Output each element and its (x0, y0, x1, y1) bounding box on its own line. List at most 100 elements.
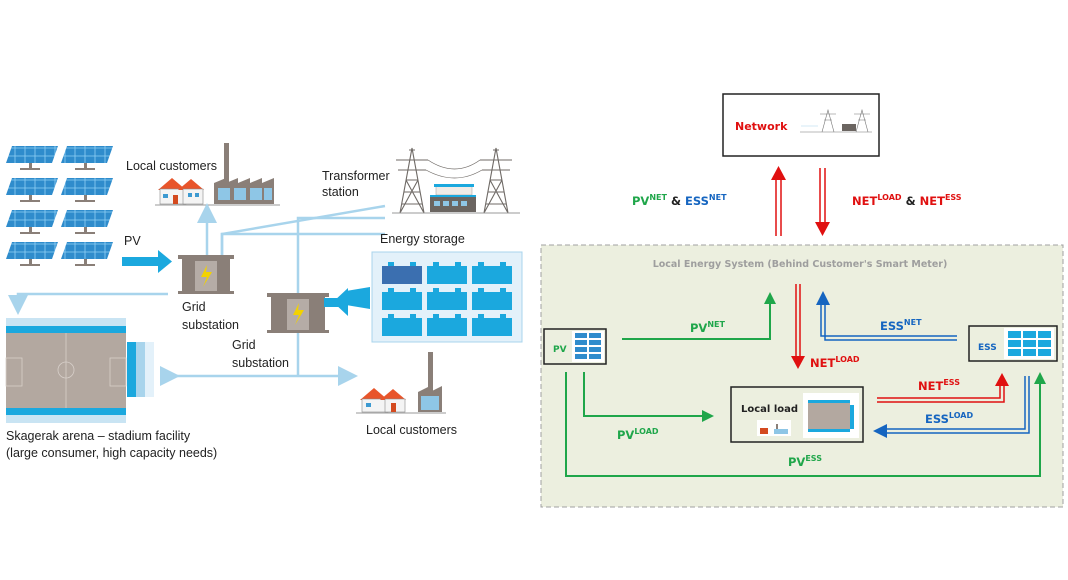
house-icon-bottom (360, 388, 406, 413)
local-load-box[interactable]: Local load (730, 386, 864, 443)
net-load-and-net-ess-label: NETLOAD & NETESS (852, 193, 962, 208)
solar-panel-base (75, 200, 95, 202)
battery-terminal (455, 262, 461, 266)
battery-icon (472, 292, 512, 310)
ess-box-label: ESS (978, 343, 997, 353)
battery-bank-icon (371, 251, 523, 343)
battery-icon (472, 266, 512, 284)
battery-terminal (455, 288, 461, 292)
solar-panel-icon (6, 242, 58, 259)
battery-terminal (500, 314, 506, 318)
local-load-label: Local load (741, 404, 798, 415)
network-box[interactable]: Network (722, 93, 880, 157)
battery-terminal (478, 288, 484, 292)
battery-terminal (433, 288, 439, 292)
battery-icon (382, 318, 422, 336)
local-energy-system-title: Local Energy System (Behind Customer's S… (653, 259, 948, 270)
ess-box[interactable]: ESS (968, 325, 1058, 362)
battery-terminal (478, 262, 484, 266)
battery-terminal (388, 262, 394, 266)
solar-panel-icon (61, 178, 113, 195)
solar-panel-base (75, 168, 95, 170)
battery-icon (427, 292, 467, 310)
solar-panel-icon (61, 210, 113, 227)
battery-terminal (455, 314, 461, 318)
pv-ess-label: PVESS (788, 454, 822, 469)
solar-panel-icon (6, 146, 58, 163)
solar-panel-icon (6, 178, 58, 195)
solar-panel-base (20, 264, 40, 266)
solar-panel-stand (84, 259, 87, 264)
pv-net-and-ess-net-label: PVNET & ESSNET (632, 193, 727, 208)
network-label: Network (735, 120, 788, 133)
stadium-icon (5, 318, 154, 423)
solar-panel-base (20, 232, 40, 234)
flow-arrow-net-ess (877, 373, 1009, 403)
net-ess-label: NETESS (918, 378, 960, 393)
grid-substation-2-label-line2: substation (232, 356, 289, 370)
connection-lines (8, 203, 386, 386)
stadium-thumbnail-icon (808, 400, 854, 432)
solar-panel-stand (84, 163, 87, 168)
battery-terminal (433, 314, 439, 318)
solar-panel-stand (29, 163, 32, 168)
battery-icon (472, 318, 512, 336)
storage-to-substation-arrow (324, 287, 370, 316)
pv-net-label: PVNET (690, 320, 726, 335)
battery-terminal (410, 288, 416, 292)
solar-panel-stand (84, 195, 87, 200)
flow-arrow-ess-load (873, 376, 1030, 438)
solar-panel-thumbnail-icon (575, 333, 601, 359)
net-load-label: NETLOAD (810, 355, 860, 370)
transformer-building-icon (430, 184, 476, 212)
flow-arrow-net-load (791, 284, 805, 369)
local-customers-top-label: Local customers (126, 159, 217, 173)
flow-arrow-pv-ess (565, 372, 1046, 477)
transmission-towers-icon (392, 147, 520, 214)
pv-label: PV (124, 234, 141, 248)
local-energy-system-container (540, 244, 1064, 508)
battery-terminal (388, 314, 394, 318)
arena-caption-line2: (large consumer, high capacity needs) (6, 446, 217, 460)
flow-arrow-ess-net (816, 291, 957, 341)
grid-substation-1-label-line2: substation (182, 318, 239, 332)
battery-icon (382, 292, 422, 310)
solar-panel-icon (61, 242, 113, 259)
ess-net-label: ESSNET (880, 318, 922, 333)
network-tower-thumbnail-icon (800, 108, 872, 133)
customers-thumbnail-icon (757, 420, 791, 436)
battery-icon (427, 266, 467, 284)
solar-panel-icon (61, 146, 113, 163)
solar-panel-base (20, 168, 40, 170)
solar-panel-base (75, 232, 95, 234)
battery-terminal (388, 288, 394, 292)
transformer-label-line1: Transformer (322, 169, 390, 183)
grid-substation-2-icon (267, 293, 329, 333)
energy-storage-label: Energy storage (380, 232, 465, 246)
house-icon (158, 178, 204, 205)
grid-substation-2-label-line1: Grid (232, 338, 256, 352)
battery-icon (427, 318, 467, 336)
arrow-from-network (815, 168, 830, 236)
factory-icon (155, 143, 280, 206)
solar-panel-stand (84, 227, 87, 232)
pv-load-label: PVLOAD (617, 427, 659, 442)
solar-panel-base (75, 264, 95, 266)
solar-panel-stand (29, 259, 32, 264)
ess-load-label: ESSLOAD (925, 411, 973, 426)
battery-terminal (433, 262, 439, 266)
battery-terminal (410, 314, 416, 318)
solar-panel-base (20, 200, 40, 202)
pv-box[interactable]: PV (543, 328, 607, 365)
local-customers-bottom-label: Local customers (366, 423, 457, 437)
solar-panel-stand (29, 195, 32, 200)
factory-icon-bottom (356, 352, 446, 414)
battery-terminal (500, 262, 506, 266)
arena-caption-line1: Skagerak arena – stadium facility (6, 429, 191, 443)
battery-icon (382, 266, 422, 284)
battery-terminal (410, 262, 416, 266)
battery-terminal (478, 314, 484, 318)
solar-panel-icon (6, 210, 58, 227)
battery-terminal (500, 288, 506, 292)
flow-arrow-pv-net (622, 292, 776, 340)
